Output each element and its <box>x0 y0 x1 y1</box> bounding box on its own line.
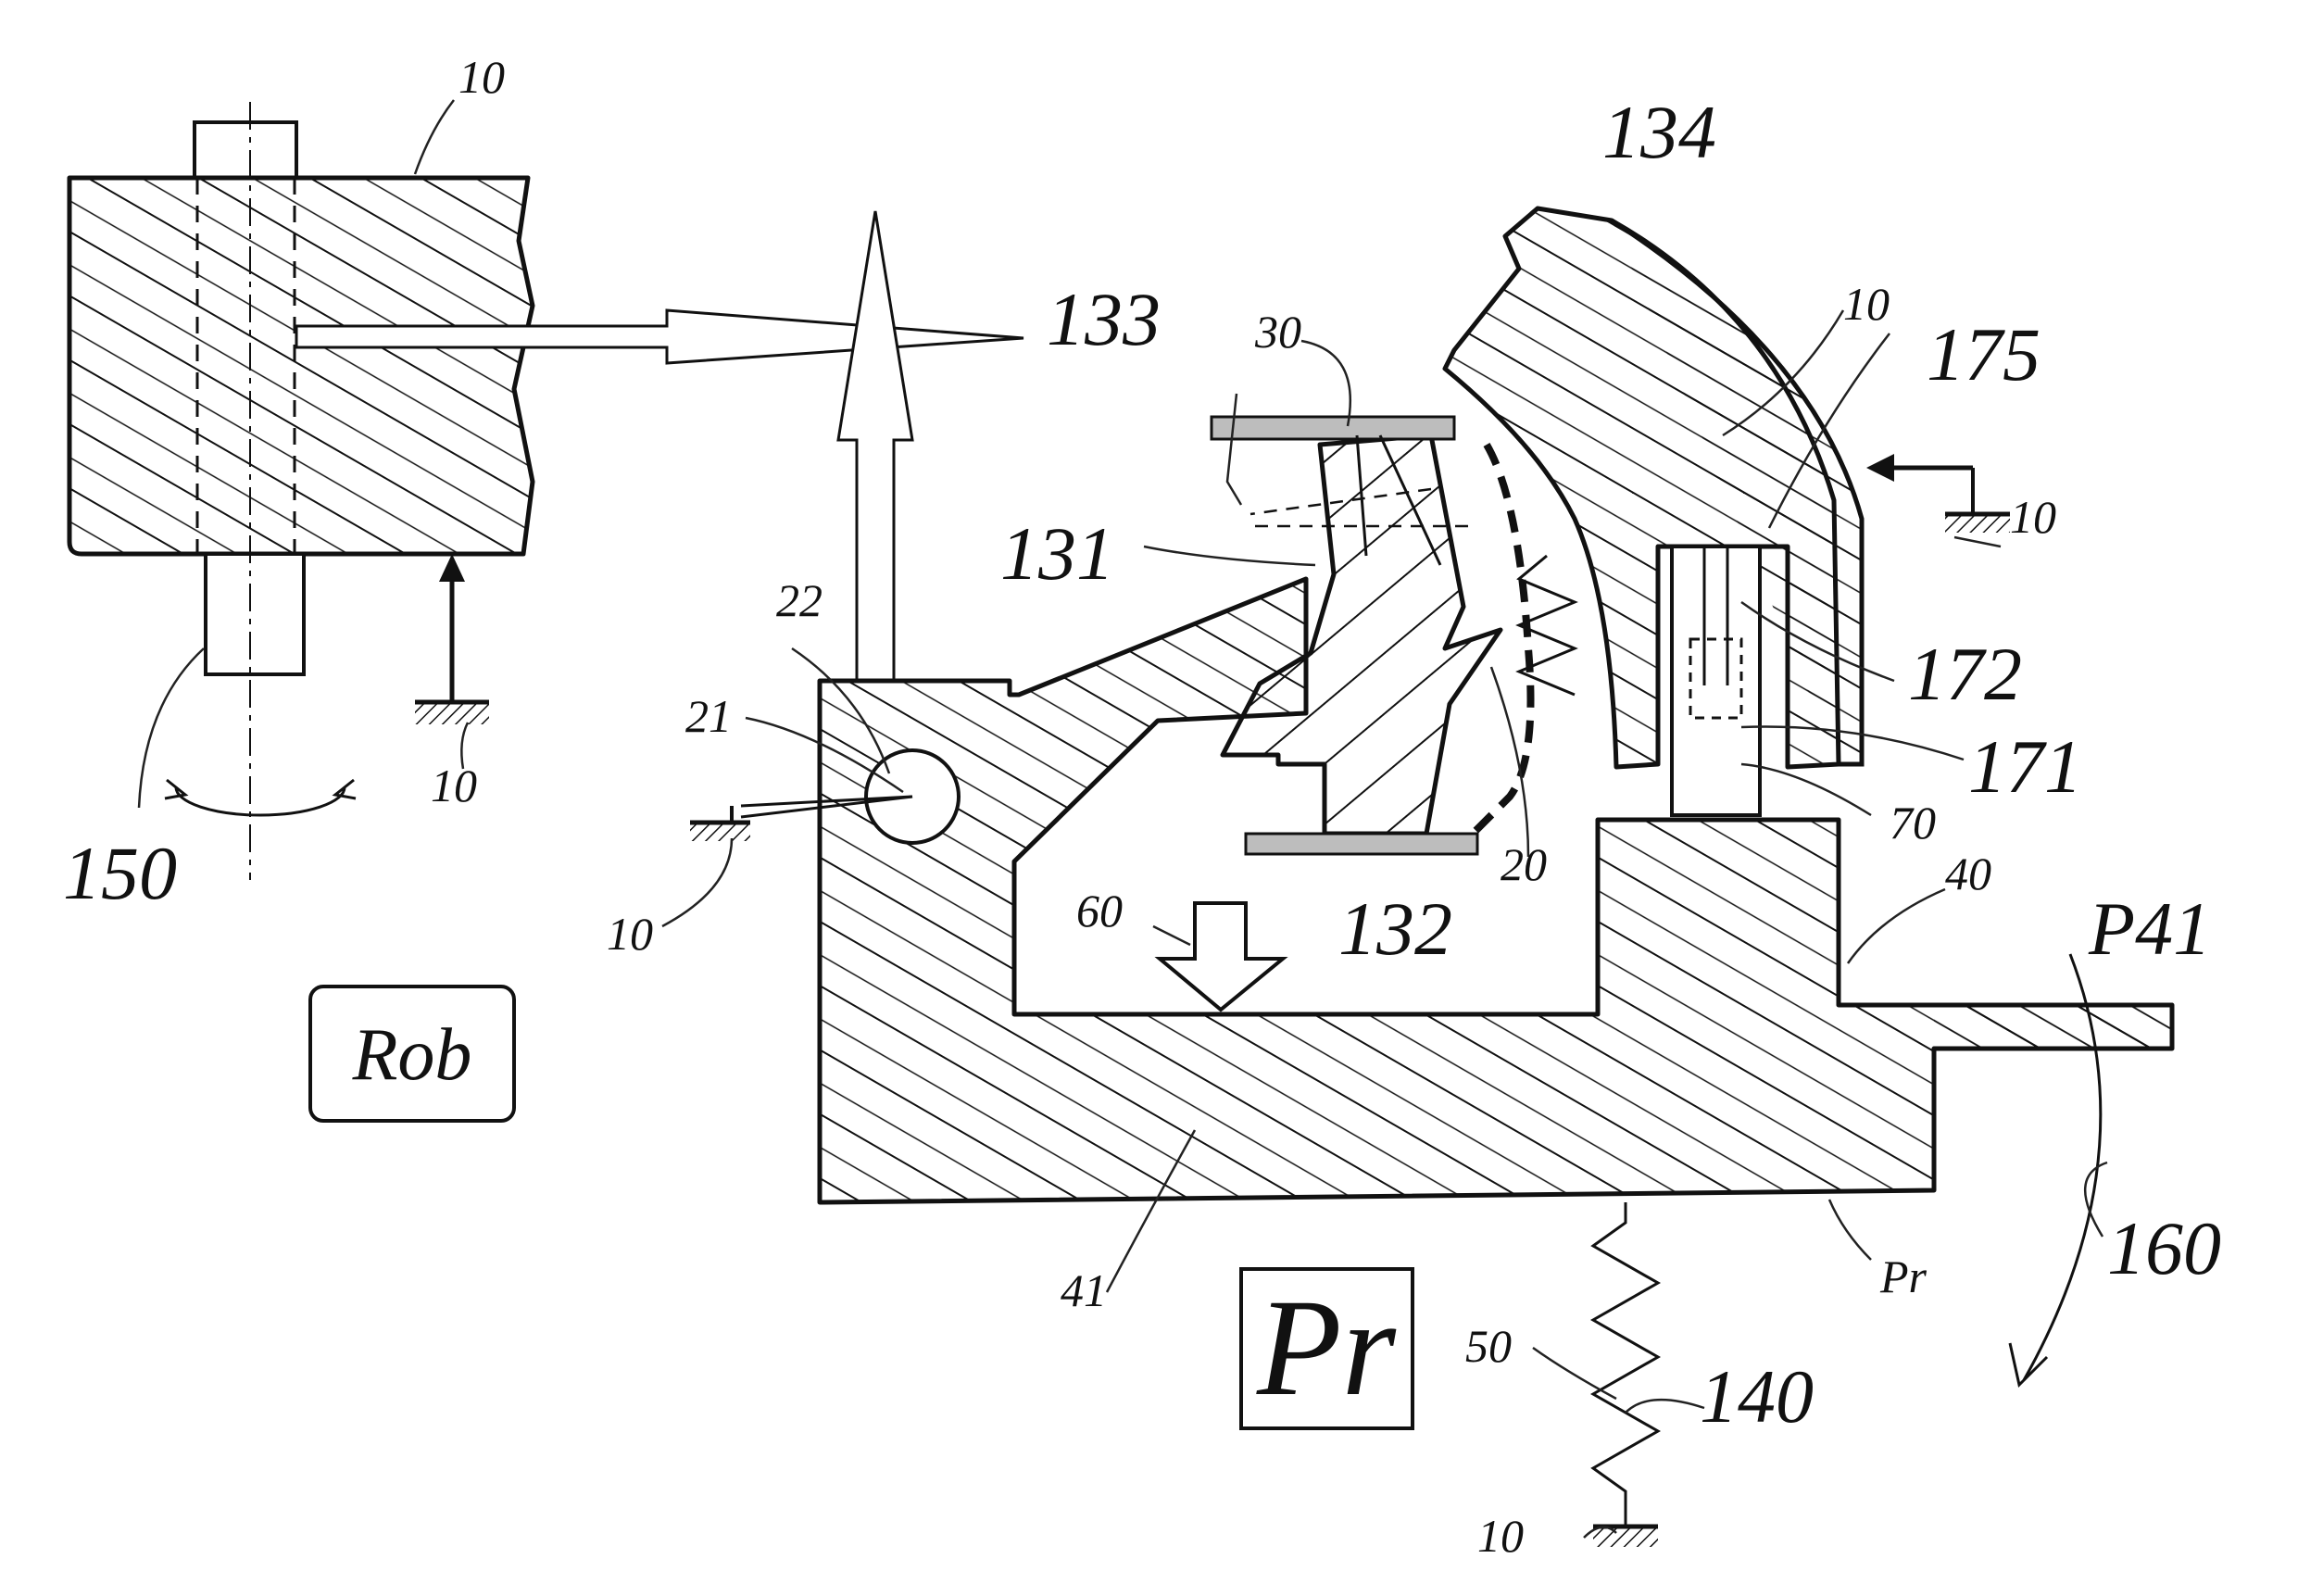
label-50: 50 <box>1465 1320 1512 1372</box>
label-132: 132 <box>1338 886 1452 971</box>
label-60: 60 <box>1076 885 1123 936</box>
leader-40 <box>1848 889 1945 963</box>
label-175: 175 <box>1927 312 2041 396</box>
leader-Pr <box>1829 1200 1871 1260</box>
label-20: 20 <box>1501 838 1547 890</box>
label-10-right: 10 <box>2010 491 2056 543</box>
label-131: 131 <box>1000 511 1114 596</box>
right-ground-symbol <box>1945 514 2010 533</box>
leader-133 <box>1227 394 1241 505</box>
label-10-bottom: 10 <box>1477 1510 1524 1562</box>
upper-plate <box>1212 417 1454 439</box>
support-spring <box>1593 1202 1658 1527</box>
label-10-robot-ground: 10 <box>431 760 477 811</box>
robot-support-arrowhead <box>439 554 465 582</box>
label-Rob: Rob <box>352 1014 472 1096</box>
label-41: 41 <box>1061 1264 1107 1316</box>
label-150: 150 <box>63 831 177 915</box>
down-force-arrow-60 <box>1160 903 1283 1010</box>
label-P41: P41 <box>2088 886 2211 971</box>
label-40: 40 <box>1945 848 1991 899</box>
leader-50 <box>1533 1348 1616 1399</box>
label-172: 172 <box>1908 632 2022 716</box>
label-Pr-small: Pr <box>1879 1250 1928 1302</box>
robot-lower-shaft <box>206 554 304 674</box>
left-ground-symbol <box>690 823 750 841</box>
robot-upper-shaft <box>195 122 296 178</box>
label-171: 171 <box>1968 724 2082 809</box>
leader-10-right <box>1954 537 2001 547</box>
label-10-left: 10 <box>607 908 653 960</box>
leader-131 <box>1144 547 1315 565</box>
label-140: 140 <box>1700 1354 1814 1439</box>
bottom-ground-symbol <box>1593 1527 1658 1547</box>
label-160: 160 <box>2107 1206 2221 1290</box>
force-arrowhead-175 <box>1866 454 1894 482</box>
leader-140 <box>1626 1400 1704 1413</box>
leader-10-top <box>415 100 454 174</box>
flange-hatch <box>1934 1005 2172 1049</box>
pin <box>1672 547 1760 815</box>
label-Pr-big: Pr <box>1256 1271 1397 1425</box>
label-70: 70 <box>1890 797 1936 848</box>
leader-60 <box>1153 926 1190 945</box>
label-21: 21 <box>685 690 732 742</box>
label-133: 133 <box>1047 277 1161 361</box>
rotation-arrow <box>176 787 345 815</box>
label-134: 134 <box>1602 90 1716 174</box>
lower-plate <box>1246 834 1477 854</box>
leader-10-left <box>662 838 732 926</box>
label-30: 30 <box>1254 306 1301 358</box>
robot-block <box>69 178 533 554</box>
label-10-arm: 10 <box>1843 278 1890 330</box>
leader-30 <box>1301 341 1350 426</box>
robot-ground-symbol <box>415 702 489 724</box>
lift-arrow-vertical <box>838 211 912 681</box>
label-22: 22 <box>776 574 823 626</box>
label-10-robot: 10 <box>458 51 505 103</box>
